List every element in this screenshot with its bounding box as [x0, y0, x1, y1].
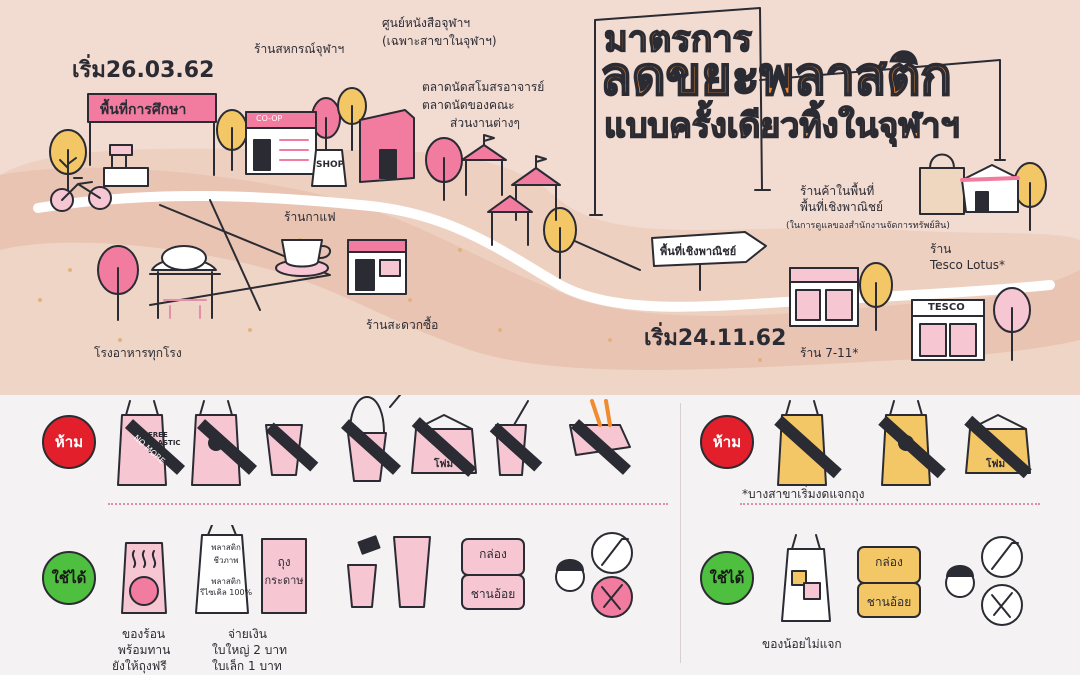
commercial-shops-label-1: ร้านค้าในพื้นที่: [800, 184, 875, 198]
commercial-shops-label-2: พื้นที่เชิงพาณิชย์: [800, 200, 884, 214]
clear-bag-icon: [781, 534, 831, 622]
foam-text: โฟม: [434, 459, 454, 470]
title-line-3: แบบครั้งเดียวทิ้งในจุฬาฯ: [603, 105, 960, 147]
small-items-caption: ของน้อยไม่แจก: [762, 637, 842, 651]
coffee-cup-icon: [275, 239, 331, 277]
pay-caption-3: ใบเล็ก 1 บาท: [212, 659, 282, 673]
start-date-education: เริ่ม26.03.62: [72, 58, 215, 83]
pay-caption-2: ใบใหญ่ 2 บาท: [212, 643, 287, 657]
free-bag-text: FREE PLASTIC BAG: [148, 431, 181, 455]
tree-icon: [859, 262, 893, 331]
canteen-label: โรงอาหารทุกโรง: [94, 346, 182, 360]
bioplastic-text-3: พลาสติก: [211, 577, 241, 586]
box-text-bottom-right: ชานอ้อย: [866, 595, 912, 609]
hot-food-caption-3: ยังให้ถุงฟรี: [112, 659, 167, 673]
paper-bag-text-1: ถุง: [277, 555, 291, 569]
bagasse-box-icon: [857, 546, 921, 618]
map-area: มาตรการ ลดขยะพลาสติก แบบครั้งเดียวทิ้งใน…: [0, 0, 1080, 395]
bioplastic-text-4: รีไซเคิล 100%: [200, 588, 253, 597]
tree-icon: [97, 245, 139, 321]
seven-eleven-label: ร้าน 7-11*: [800, 346, 859, 360]
bioplastic-text-1: พลาสติก: [211, 543, 241, 552]
foam-text-right: โฟม: [986, 459, 1006, 470]
convenience-label: ร้านสะดวกซื้อ: [366, 318, 439, 332]
tent-icon: [487, 195, 533, 246]
start-date-commercial: เริ่ม24.11.62: [644, 326, 787, 351]
bioplastic-bag-icon: [195, 525, 249, 614]
commercial-shops-note: (ในการดูแลของสำนักงานจัดการทรัพย์สิน): [786, 221, 950, 231]
bioplastic-text-2: ชีวภาพ: [213, 556, 239, 565]
education-area-sign: พื้นที่การศึกษา: [100, 102, 187, 118]
book-center-label: ศูนย์หนังสือจุฬาฯ: [382, 16, 471, 30]
banned-items-right: [774, 400, 1032, 486]
coop-label: ร้านสหกรณ์จุฬาฯ: [254, 42, 345, 56]
bicycle-icon: [50, 177, 112, 212]
title-line-1: มาตรการ: [603, 18, 753, 61]
hot-food-caption-1: ของร้อน: [122, 627, 166, 641]
branch-note: *บางสาขาเริ่มงดแจกถุง: [742, 487, 865, 501]
separator-right: [740, 503, 1040, 505]
tent-icon: [461, 134, 507, 196]
box-text-bottom: ชานอ้อย: [470, 587, 516, 601]
person-speaking-icon: [945, 536, 1023, 626]
tree-icon: [425, 137, 463, 201]
person-speaking-icon: [555, 532, 633, 618]
commercial-area-sign: พื้นที่เชิงพาณิชย์: [660, 245, 737, 258]
separator-left: [108, 503, 668, 505]
cafe-label: ร้านกาแฟ: [284, 210, 336, 224]
paper-bag-text-2: กระดาษ: [264, 574, 304, 587]
tesco-label-2: Tesco Lotus*: [930, 258, 1006, 272]
hot-food-bag-icon: [121, 542, 167, 614]
book-center-note: (เฉพาะสาขาในจุฬาฯ): [382, 34, 497, 48]
tesco-label-1: ร้าน: [930, 242, 952, 256]
banned-items-left: [117, 395, 632, 486]
tree-icon: [993, 287, 1031, 361]
tree-icon: [543, 207, 577, 279]
hot-food-caption-2: พร้อมทาน: [118, 643, 171, 657]
paper-bag-icon: [261, 538, 307, 614]
coop-sign: CO-OP: [256, 114, 283, 123]
market-label-1: ตลาดนัดสโมสรอาจารย์: [422, 80, 545, 94]
tesco-sign: TESCO: [928, 302, 965, 313]
box-text-top: กล่อง: [479, 547, 507, 561]
pay-caption-1: จ่ายเงิน: [228, 627, 267, 641]
ban-badge-left: ห้าม: [42, 415, 96, 469]
rules-area: ห้าม ห้าม ใช้ได้ ใช้ได้: [0, 395, 1080, 675]
box-text-top-right: กล่อง: [875, 555, 903, 569]
bagasse-box-icon: [461, 538, 525, 610]
allow-badge-right: ใช้ได้: [700, 551, 754, 605]
market-label-3: ส่วนงานต่างๆ: [450, 116, 520, 130]
tree-icon: [337, 87, 367, 151]
allowed-items-right: [781, 534, 1023, 626]
reusable-cup-icon: [347, 535, 431, 608]
allowed-items-left: [121, 525, 633, 618]
tree-icon: [49, 129, 87, 191]
shop-sign: SHOP: [316, 160, 345, 170]
ban-badge-right: ห้าม: [700, 415, 754, 469]
title-line-2: ลดขยะพลาสติก: [599, 46, 953, 108]
market-label-2: ตลาดนัดของคณะ: [422, 98, 515, 112]
section-divider: [680, 403, 681, 663]
allow-badge-left: ใช้ได้: [42, 551, 96, 605]
map-background: [0, 7, 1080, 395]
